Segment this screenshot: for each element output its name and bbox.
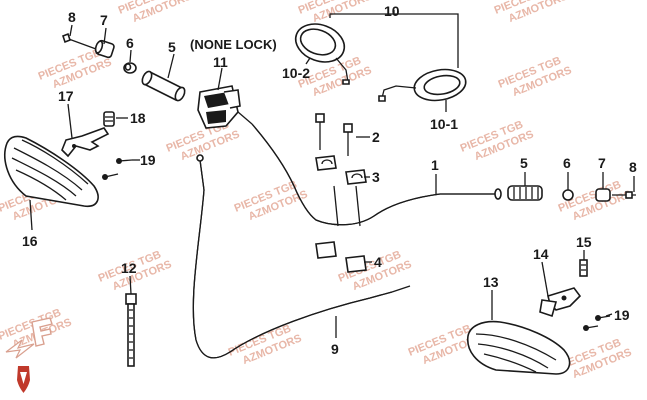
part-12-cable-strap	[125, 293, 137, 367]
callout-7-right: 7	[598, 155, 606, 171]
callout-labels: 8 7 6 5 (NONE LOCK) 11 10 10-2 10-1 17 1…	[22, 3, 637, 357]
callout-16: 16	[22, 233, 38, 249]
callout-8-left: 8	[68, 9, 76, 25]
part-6-right-collar	[562, 189, 574, 201]
callout-11: 11	[213, 54, 228, 70]
part-10-1-right-mirror	[378, 68, 467, 102]
callout-7-left: 7	[100, 12, 108, 28]
part-8-left-screw	[62, 32, 97, 50]
callout-6-right: 6	[563, 155, 571, 171]
callout-5-right: 5	[520, 155, 528, 171]
part-9-throttle-cable	[192, 154, 411, 359]
azmotors-shield-logo	[17, 366, 30, 393]
callout-14: 14	[533, 246, 549, 262]
part-10-2-left-mirror	[294, 23, 350, 85]
part-7-left-weight	[94, 39, 115, 59]
part-19-right-screws	[583, 315, 611, 331]
callout-12: 12	[121, 260, 137, 276]
callout-13: 13	[483, 274, 499, 290]
callout-6-left: 6	[126, 35, 134, 51]
part-7-right-weight	[595, 188, 611, 202]
part-19-left-screws	[102, 158, 133, 180]
part-14-bracket	[539, 287, 582, 318]
part-5-left-grip	[507, 185, 543, 201]
part-11-switch-housing	[197, 85, 253, 129]
callout-4: 4	[374, 254, 382, 270]
callout-18: 18	[130, 110, 146, 126]
callout-10: 10	[384, 3, 400, 19]
part-1-handlebar	[251, 123, 502, 227]
part-16-left-handlebar-cover	[4, 135, 99, 208]
part-3-upper-clamps	[315, 155, 367, 185]
callout-8-right: 8	[629, 159, 637, 175]
callout-19-right: 19	[614, 307, 630, 323]
part-6-left-collar	[123, 62, 137, 74]
callout-2: 2	[372, 129, 380, 145]
part-5-throttle-tube	[141, 70, 186, 102]
callout-15: 15	[576, 234, 592, 250]
part-18-bolt	[103, 111, 115, 127]
callout-19-left: 19	[140, 152, 156, 168]
part-13-right-handlebar-cover	[467, 320, 571, 375]
part-17-lever-bracket	[61, 127, 110, 158]
callout-10-2: 10-2	[282, 65, 310, 81]
part-8-right-screw	[612, 191, 636, 199]
none-lock-note: (NONE LOCK)	[190, 37, 277, 52]
callout-1: 1	[431, 157, 439, 173]
callout-10-1: 10-1	[430, 116, 458, 132]
tgb-f-mark	[5, 317, 53, 359]
callout-5-left: 5	[168, 39, 176, 55]
callout-17: 17	[58, 88, 74, 104]
callout-3: 3	[372, 169, 380, 185]
part-4-lower-clamps	[315, 241, 367, 273]
callout-9: 9	[331, 341, 339, 357]
leader-lines	[29, 10, 635, 338]
part-2-clamp-bolts	[315, 113, 353, 156]
part-15-bolt	[579, 259, 588, 277]
